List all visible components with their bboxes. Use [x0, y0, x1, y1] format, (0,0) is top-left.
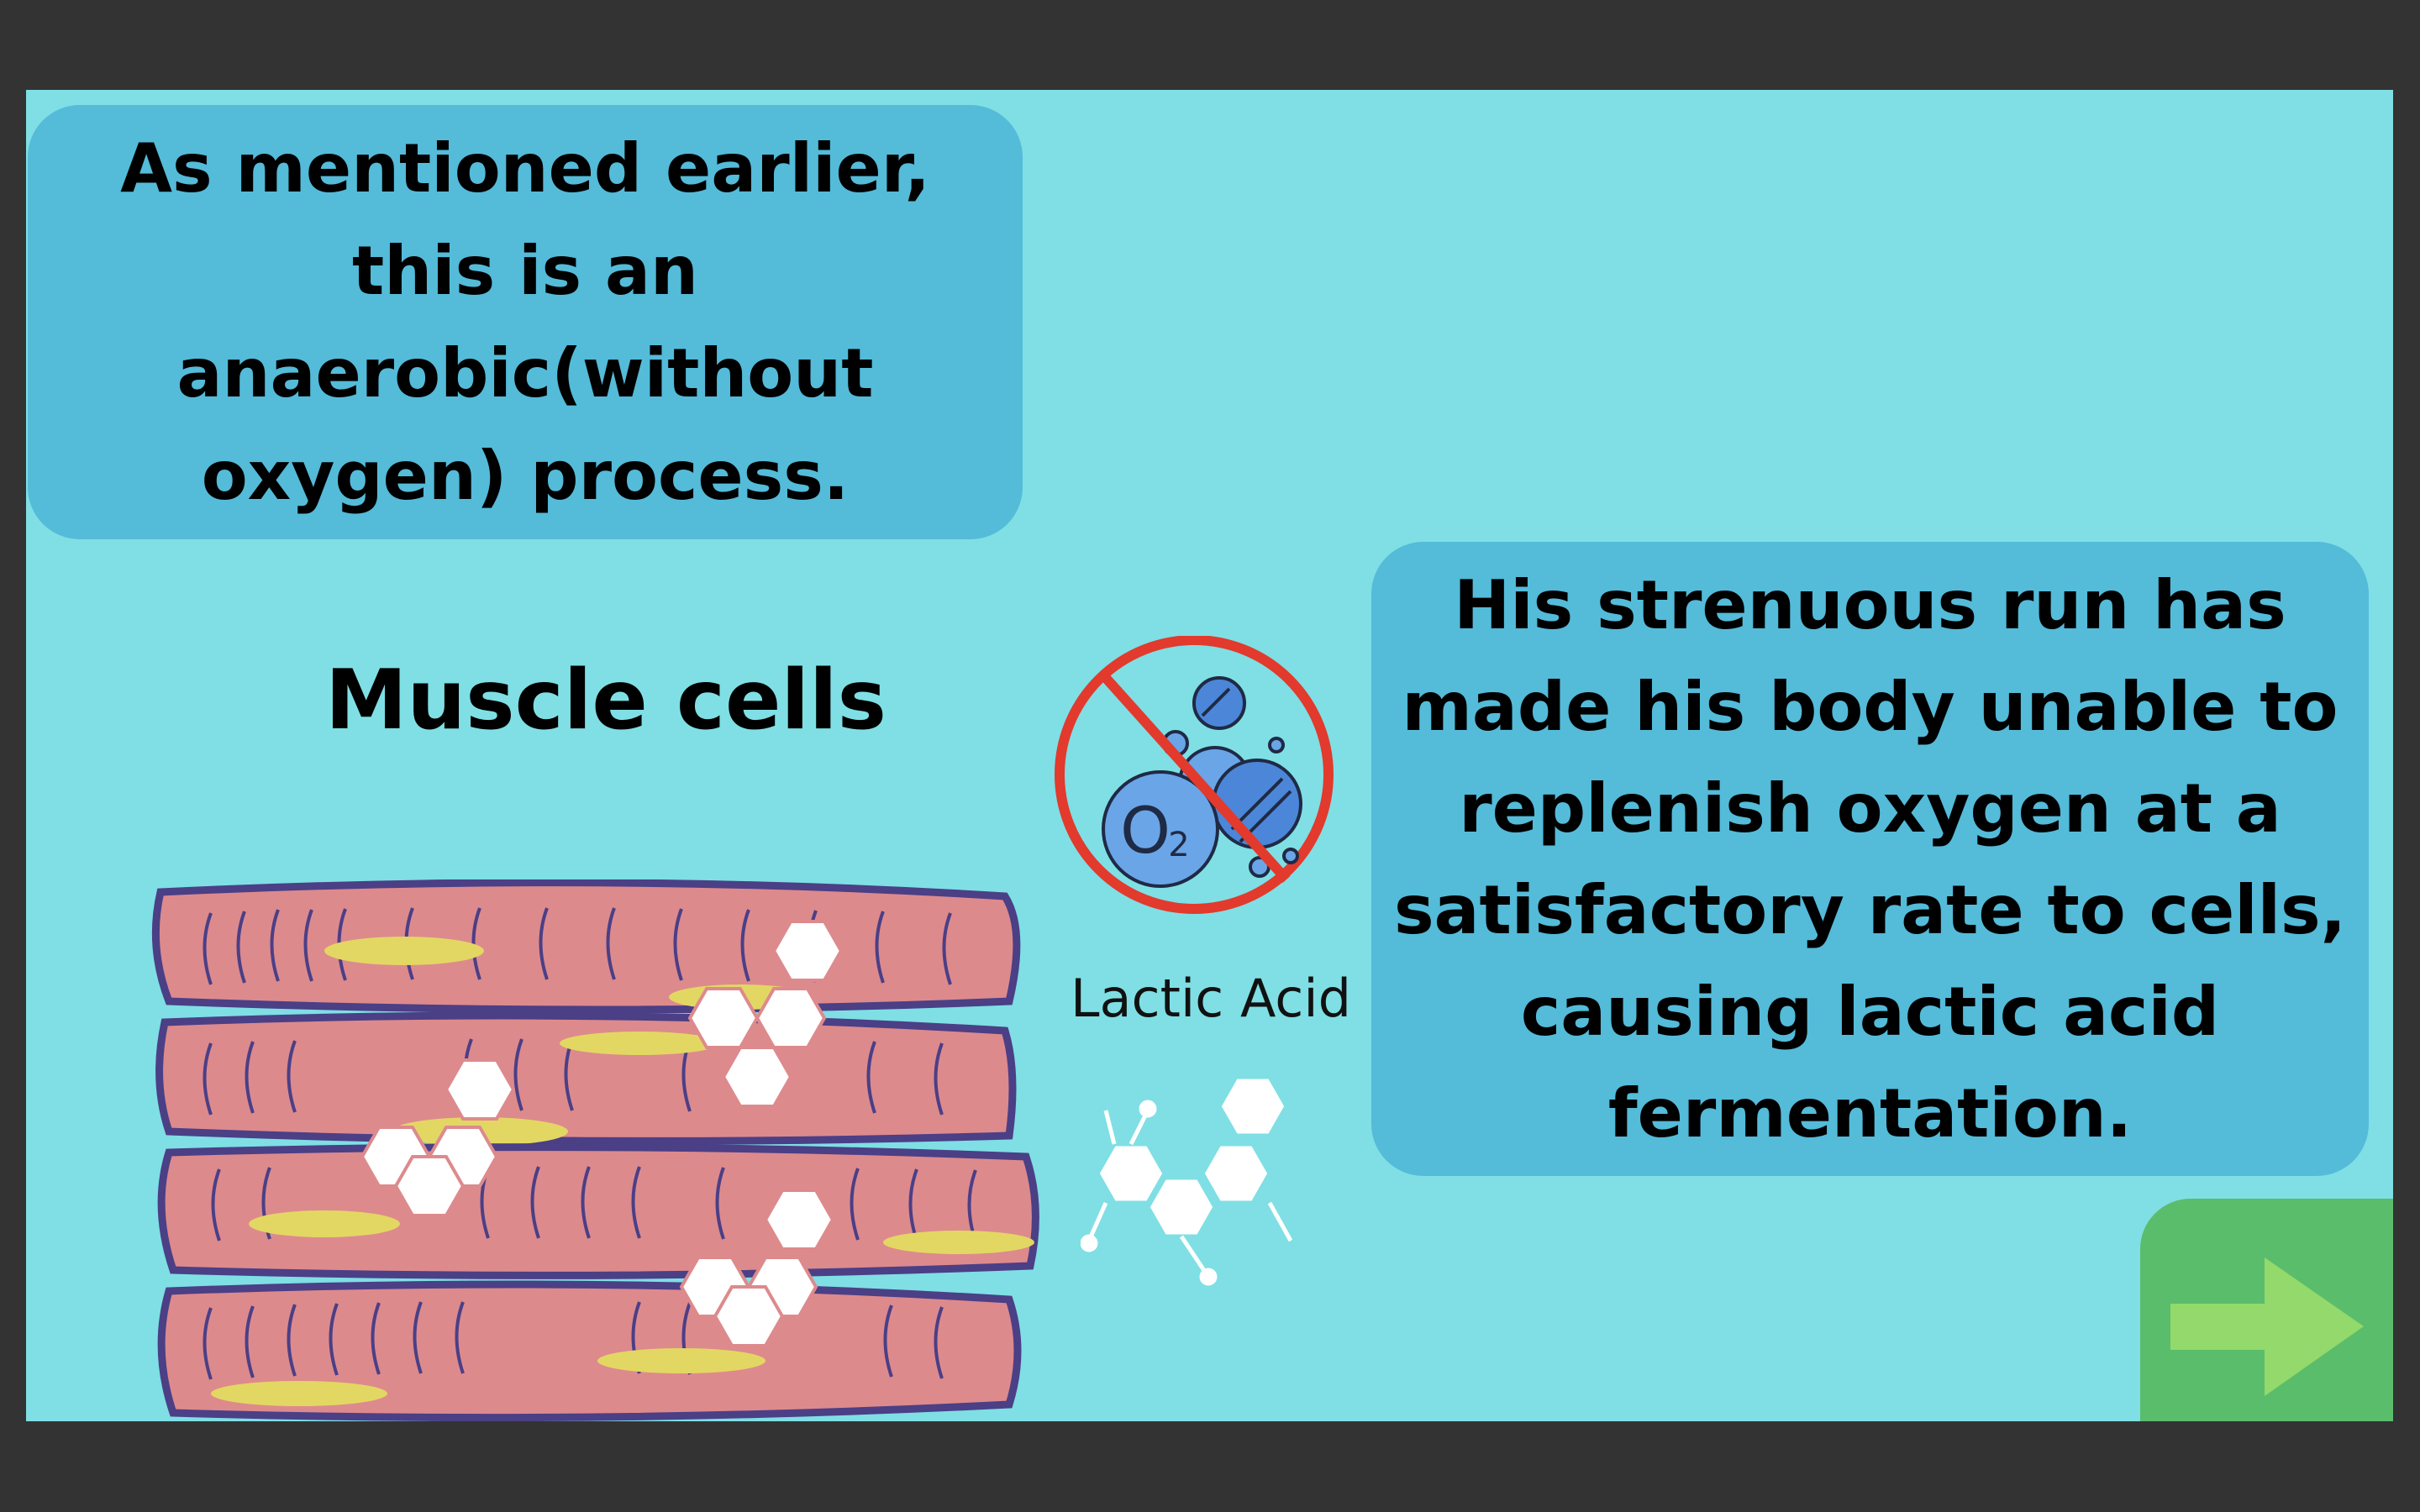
intro-callout-text: As mentioned earlier, this is an anaerob…	[120, 129, 930, 515]
muscle-fiber-4	[157, 1280, 1022, 1421]
molecule-icon	[687, 920, 844, 1108]
lactic-acid-molecule-icon	[1081, 1074, 1293, 1286]
muscle-fiber-3	[157, 1143, 1039, 1279]
arrow-right-icon	[2170, 1257, 2364, 1396]
explanation-callout-text: His strenuous run has made his body unab…	[1393, 565, 2347, 1152]
muscle-fiber-1	[151, 879, 1021, 1014]
muscle-cells-heading: Muscle cells	[325, 653, 886, 748]
slide: As mentioned earlier, this is an anaerob…	[26, 90, 2393, 1421]
oxygen-symbol: O	[1120, 793, 1171, 868]
intro-callout: As mentioned earlier, this is an anaerob…	[28, 105, 1023, 539]
muscle-fiber-2	[155, 1011, 1017, 1146]
explanation-callout: His strenuous run has made his body unab…	[1371, 542, 2369, 1176]
oxygen-subscript: 2	[1168, 826, 1189, 864]
muscle-cells-illustration	[151, 879, 1039, 1421]
no-oxygen-icon: O 2	[1055, 636, 1334, 914]
next-slide-button[interactable]	[2140, 1199, 2393, 1421]
lactic-acid-label: Lactic Acid	[1071, 968, 1351, 1029]
molecule-icon	[360, 1058, 516, 1217]
molecule-icon	[679, 1189, 835, 1347]
